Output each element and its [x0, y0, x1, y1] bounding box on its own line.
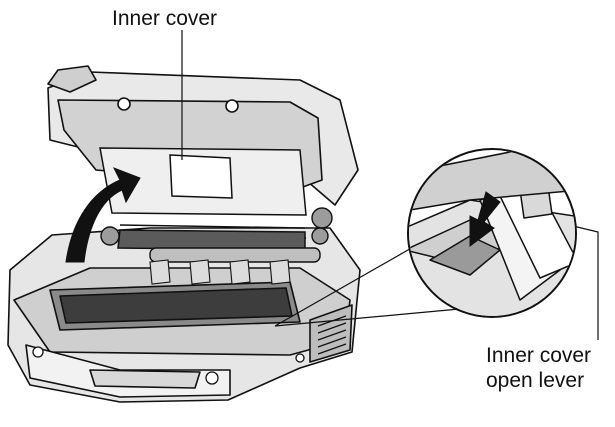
guide-ribs [149, 259, 291, 285]
lever-label-line-2: open lever [486, 369, 585, 392]
lever-label-line-1: Inner cover [486, 344, 592, 367]
screws [32, 346, 305, 385]
inner-cover-panel [99, 147, 307, 251]
inner-cover-open-lever-label: Inner cover open lever [486, 343, 591, 393]
vent-slots [317, 315, 347, 355]
push-arrow-icon [469, 191, 501, 247]
zoom-inset [407, 148, 577, 318]
open-arrow-icon [65, 167, 141, 263]
rollers [100, 207, 333, 263]
inner-cover-label: Inner cover [112, 7, 218, 30]
